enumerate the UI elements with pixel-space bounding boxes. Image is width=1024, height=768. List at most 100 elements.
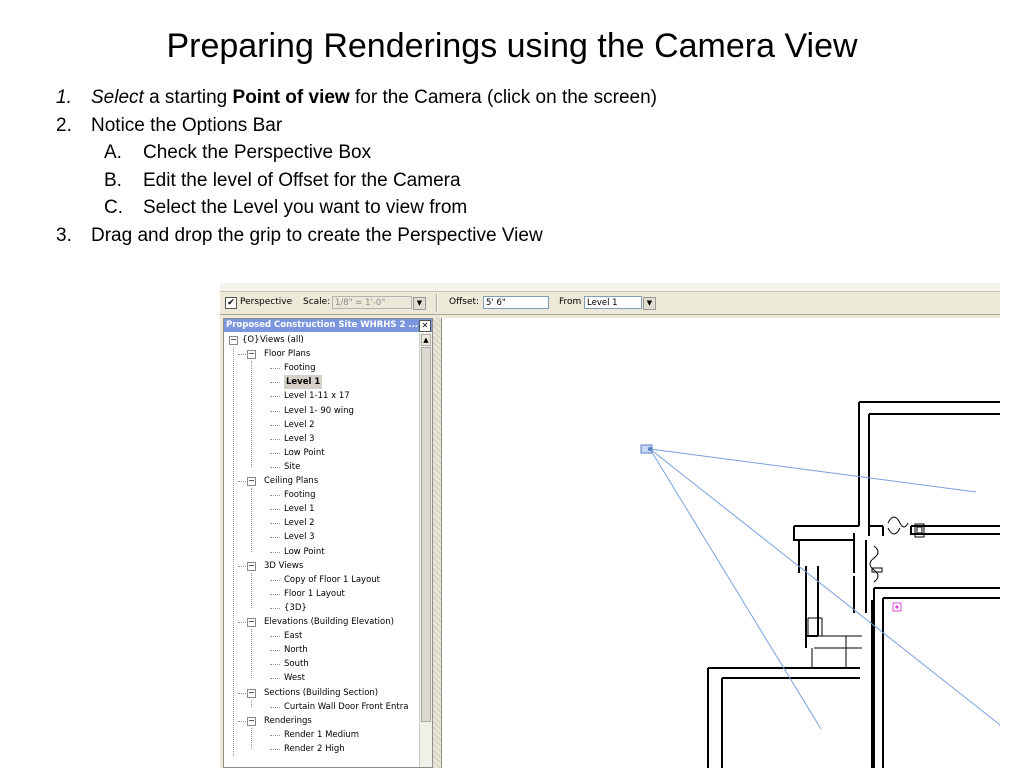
from-label: From xyxy=(559,297,582,307)
hardware xyxy=(871,567,883,573)
perspective-checkbox[interactable]: ✔ xyxy=(225,297,237,309)
tree-item[interactable]: Floor 1 Layout xyxy=(284,588,345,599)
tree-item[interactable]: South xyxy=(284,659,309,670)
wall xyxy=(854,525,884,536)
tree-connector xyxy=(270,382,280,384)
revit-screenshot: ✔ Perspective Scale: 1/8" = 1'-0" ▼ Offs… xyxy=(220,283,1000,768)
tree-root-views[interactable]: Views (all) xyxy=(260,335,304,345)
wall xyxy=(853,533,867,613)
wall xyxy=(910,525,1000,535)
tree-group[interactable]: Ceiling Plans xyxy=(264,476,319,486)
scale-field[interactable]: 1/8" = 1'-0" xyxy=(332,296,412,309)
wall xyxy=(707,667,860,768)
tree-connector xyxy=(270,466,280,468)
tree-item[interactable]: Low Point xyxy=(284,447,325,458)
tree-item[interactable]: Level 2 xyxy=(284,518,315,529)
tree-group[interactable]: Sections (Building Section) xyxy=(264,687,379,698)
step-number: C. xyxy=(104,197,123,218)
splitter[interactable] xyxy=(433,318,441,768)
wall xyxy=(873,587,1000,768)
tree-item[interactable]: {3D} xyxy=(284,602,307,613)
options-bar: ✔ Perspective Scale: 1/8" = 1'-0" ▼ Offs… xyxy=(220,292,1000,315)
tree-item[interactable]: Level 1- 90 wing xyxy=(284,405,354,416)
tree-connector xyxy=(251,699,252,707)
tree-item[interactable]: Level 3 xyxy=(284,433,315,444)
tree-item[interactable]: Level 1 xyxy=(284,375,323,390)
step-text: Select the Level you want to view from xyxy=(143,197,468,218)
tree-connector xyxy=(238,481,248,482)
tree-group[interactable]: Floor Plans xyxy=(264,349,311,360)
tree-connector xyxy=(238,720,248,722)
tree-connector xyxy=(270,509,280,511)
tree-connector xyxy=(270,452,280,454)
tree-item[interactable]: Level 1-11 x 17 xyxy=(284,391,350,402)
tree-group[interactable]: 3D Views xyxy=(264,560,304,571)
step-number: B. xyxy=(104,169,122,191)
tree-connector xyxy=(238,692,248,694)
tree-connector xyxy=(251,629,252,679)
offset-label: Offset: xyxy=(449,297,480,307)
offset-field[interactable]: 5' 6" xyxy=(483,296,549,309)
collapse-icon[interactable]: − xyxy=(247,617,256,627)
scroll-thumb[interactable] xyxy=(421,347,431,722)
door-swing xyxy=(869,545,879,583)
step-text: for the Camera (click on the screen) xyxy=(349,87,658,108)
close-icon[interactable]: ✕ xyxy=(419,320,431,332)
tree-item[interactable]: Curtain Wall Door Front Entra xyxy=(284,701,409,712)
wall xyxy=(793,525,854,573)
step-number: 3. xyxy=(56,224,72,246)
sight-line-right xyxy=(649,448,977,493)
tree-item[interactable]: Level 2 xyxy=(284,419,315,430)
collapse-icon[interactable]: − xyxy=(247,476,256,486)
drawing-canvas[interactable] xyxy=(441,318,1000,768)
tree-connector xyxy=(270,424,280,426)
tree-connector xyxy=(270,523,280,525)
tree-connector xyxy=(270,551,280,553)
scroll-up-icon[interactable]: ▲ xyxy=(421,334,431,346)
tree-item[interactable]: Render 1 Medium xyxy=(284,729,360,740)
collapse-icon[interactable]: − xyxy=(247,349,256,360)
tree-item[interactable]: East xyxy=(284,631,303,642)
step-number: 1. xyxy=(56,87,72,108)
tree-connector xyxy=(238,622,248,623)
step-text: Check the Perspective Box xyxy=(143,142,372,163)
tree-item[interactable]: Footing xyxy=(284,363,316,374)
step-number: 2. xyxy=(56,114,72,136)
tree-connector xyxy=(251,727,252,749)
collapse-icon[interactable]: − xyxy=(247,687,256,698)
tree-item[interactable]: Low Point xyxy=(284,546,325,557)
tree-item[interactable]: West xyxy=(284,673,305,684)
jamb-detail xyxy=(810,635,862,668)
tree-connector xyxy=(251,488,252,552)
ribbon-edge xyxy=(220,283,1000,292)
step-text: a starting xyxy=(143,87,233,108)
project-browser-title: Proposed Construction Site WHRHS 2 ... xyxy=(224,319,432,332)
tree-connector xyxy=(251,361,252,467)
tree-connector xyxy=(270,396,280,398)
tree-connector xyxy=(270,579,280,581)
tree-connector xyxy=(270,748,280,750)
browser-scrollbar[interactable]: ▲ xyxy=(419,333,432,767)
tree-item[interactable]: Copy of Floor 1 Layout xyxy=(284,574,381,585)
collapse-icon[interactable]: − xyxy=(247,715,256,726)
scale-dropdown-icon[interactable]: ▼ xyxy=(413,297,426,310)
tree-item[interactable]: Level 1 xyxy=(284,504,315,515)
floor-plan-drawing xyxy=(640,401,1000,768)
camera-icon[interactable] xyxy=(640,444,653,454)
collapse-icon[interactable]: − xyxy=(229,335,238,345)
from-level-select[interactable]: Level 1 xyxy=(584,296,642,309)
collapse-icon[interactable]: − xyxy=(247,560,256,571)
from-dropdown-icon[interactable]: ▼ xyxy=(643,297,656,310)
tree-item[interactable]: Level 3 xyxy=(284,532,315,543)
walls xyxy=(707,401,1000,768)
tree-item[interactable]: Footing xyxy=(284,490,316,501)
tree-connector xyxy=(270,734,280,736)
tree-group[interactable]: Elevations (Building Elevation) xyxy=(264,617,394,627)
tree-connector xyxy=(270,537,280,539)
camera-target-grip-icon[interactable] xyxy=(892,602,902,612)
tree-item[interactable]: North xyxy=(284,645,308,656)
tree-item[interactable]: Site xyxy=(284,461,301,472)
tree-connector xyxy=(270,636,280,638)
tree-item[interactable]: Render 2 High xyxy=(284,743,345,754)
tree-group[interactable]: Renderings xyxy=(264,715,312,726)
